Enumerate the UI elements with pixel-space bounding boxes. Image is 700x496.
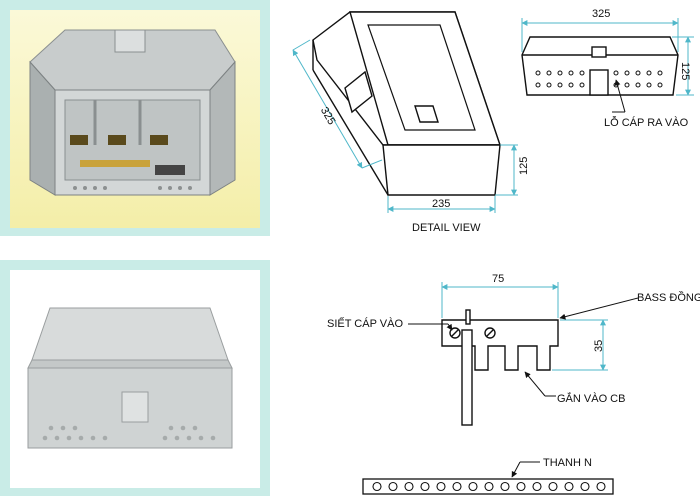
iso-height-dimension: 125 xyxy=(518,157,530,175)
top-width-dimension: 325 xyxy=(592,8,610,20)
bass-terminal-drawing xyxy=(441,309,559,426)
front-elevation-dimension-lines xyxy=(521,18,694,96)
bass-width-dimension: 75 xyxy=(492,273,504,285)
bass-label: BASS ĐỒNG xyxy=(637,291,700,304)
closed-box-photo xyxy=(10,270,260,488)
open-box-photo xyxy=(10,10,260,228)
neutral-bar-label: THANH N xyxy=(543,457,592,469)
closed-box-photo-frame xyxy=(0,260,270,496)
open-box-photo-frame xyxy=(0,0,270,236)
cable-out-label: LỖ CÁP RA VÀO xyxy=(604,116,689,129)
isometric-box-drawing xyxy=(312,11,501,196)
iso-diagonal-dimension: 325 xyxy=(318,105,338,127)
front-elevation-drawing xyxy=(521,36,679,96)
mount-cb-label: GẮN VÀO CB xyxy=(557,392,625,405)
bass-leaders xyxy=(408,297,639,397)
bass-height-dimension: 35 xyxy=(593,340,605,352)
bass-dimension-lines xyxy=(441,282,608,371)
tighten-cable-label: SIẾT CÁP VÀO xyxy=(327,317,403,330)
top-height-dimension: 125 xyxy=(679,62,691,80)
front-elevation-holes xyxy=(535,70,663,88)
detail-view-caption: DETAIL VIEW xyxy=(412,222,481,234)
closed-box-illustration xyxy=(27,307,233,449)
neutral-bar-holes xyxy=(372,481,606,492)
isometric-dimension-lines xyxy=(292,39,518,213)
neutral-bar-leader xyxy=(511,461,540,478)
cable-out-leader xyxy=(612,79,626,113)
iso-width-dimension: 235 xyxy=(432,198,450,210)
open-box-illustration xyxy=(29,29,236,196)
neutral-bar-drawing xyxy=(362,478,614,495)
